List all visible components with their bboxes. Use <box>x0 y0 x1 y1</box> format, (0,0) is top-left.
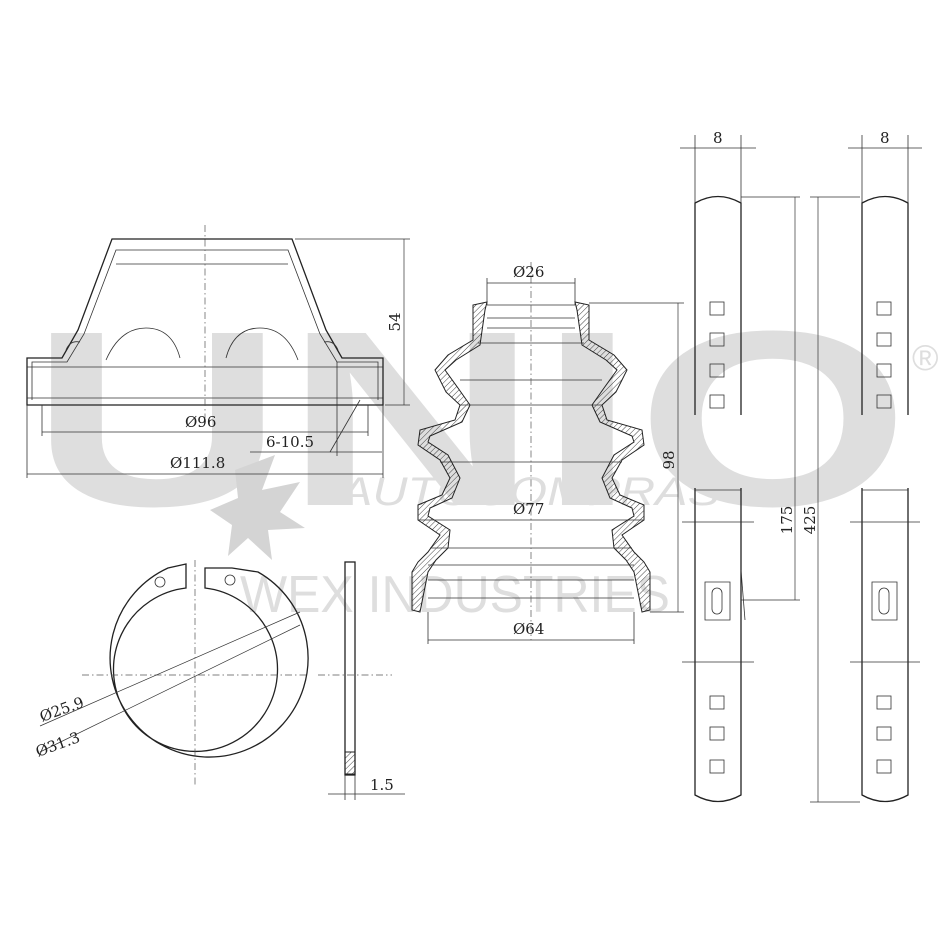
circlip-outline <box>109 563 309 758</box>
clamp-left-overall-length-label: 425 <box>801 506 819 535</box>
clamp-right-dimensions: 8 <box>848 129 922 203</box>
cap-boot-outline <box>26 238 384 406</box>
bellows-boot-height-label: 98 <box>660 450 678 469</box>
cap-boot-flange-label: 6-10.5 <box>266 433 314 451</box>
circlip-section: 1.5 <box>318 561 405 800</box>
clamp-left-slot <box>709 394 725 409</box>
watermark-registered: ® <box>912 337 939 378</box>
clamp-right-slot <box>876 363 892 378</box>
cap-boot-drawing <box>26 225 384 418</box>
bellows-boot-drawing <box>411 262 651 640</box>
bellows-boot-middle-diameter-label: Ø77 <box>513 500 544 518</box>
clamp-left-slot <box>709 332 725 347</box>
clamp-right-slot <box>876 394 892 409</box>
cap-boot-inner-outline <box>31 249 379 400</box>
clamp-left-inner-length-label: 175 <box>778 506 796 535</box>
circlip-section-outline <box>344 561 356 776</box>
circlip-thickness-label: 1.5 <box>370 776 394 794</box>
cap-boot-dimensions: 54 Ø96 Ø111.8 6-10.5 <box>26 238 410 478</box>
clamp-left-dimensions: 8 175 425 <box>680 129 860 803</box>
cap-boot-height-label: 54 <box>386 312 404 331</box>
watermark-logo-icon <box>210 455 305 560</box>
watermark-line2: WEX INDUSTRIES <box>240 566 670 624</box>
clamp-right-slot <box>876 301 892 316</box>
clamp-left-slot <box>709 695 725 710</box>
bellows-boot-dimensions: Ø26 Ø77 Ø64 98 <box>418 263 684 644</box>
circlip-hole-right <box>224 574 236 586</box>
circlip-hole-left <box>154 576 166 588</box>
bellows-boot-wall-left <box>411 301 488 613</box>
bellows-boot-small-diameter-label: Ø26 <box>513 263 544 281</box>
bellows-boot-large-diameter-label: Ø64 <box>513 620 544 638</box>
cap-boot-outer-diameter-label: Ø111.8 <box>170 454 225 472</box>
clamp-right-width-label: 8 <box>880 129 890 147</box>
bellows-boot-wall-right <box>574 301 651 613</box>
clamp-right-slot <box>876 695 892 710</box>
cap-boot-inner-diameter-label: Ø96 <box>185 413 216 431</box>
clamp-left-slot <box>709 726 725 741</box>
watermark-line1: AUTOCOMPRAS <box>338 470 721 514</box>
clamp-left-width-label: 8 <box>713 129 723 147</box>
clamp-right-slot <box>876 759 892 774</box>
clamp-left-slot <box>709 363 725 378</box>
clamp-right-slot <box>876 332 892 347</box>
watermark: UNIO ® AUTOCOMPRAS WEX INDUSTRIES <box>30 279 939 624</box>
watermark-brand: UNIO <box>30 279 910 558</box>
circlip-inner-diameter-label: Ø25.9 <box>37 693 86 726</box>
clamp-right-slot <box>876 726 892 741</box>
circlip-outer-diameter-label: Ø31.3 <box>33 728 82 761</box>
clamp-left-slot <box>709 301 725 316</box>
clamp-left-slot <box>709 759 725 774</box>
